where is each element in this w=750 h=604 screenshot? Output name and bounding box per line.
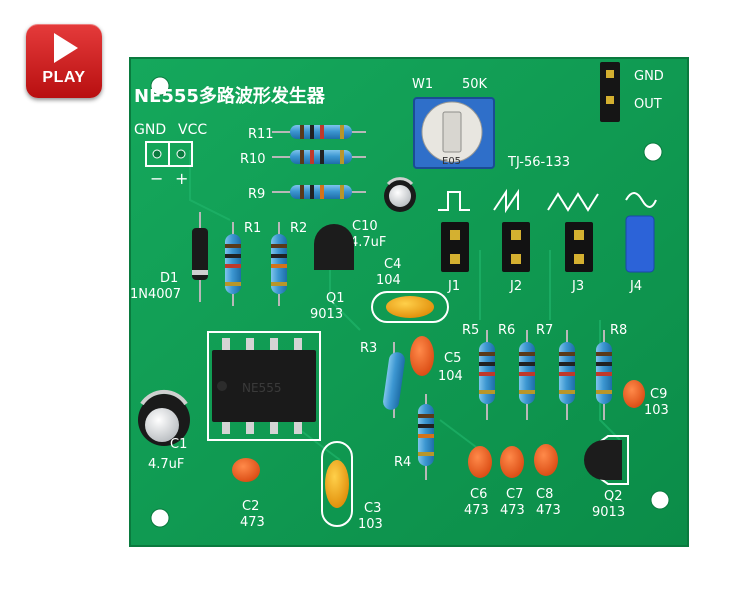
resistor-r2-label: R2: [290, 221, 307, 236]
transistor-q2-label: Q2: [604, 489, 623, 504]
capacitor-c4-label: C4: [384, 257, 401, 272]
capacitor-c6: [468, 446, 492, 478]
capacitor-c1-label: C1: [170, 437, 187, 452]
capacitor-c8-value: 473: [536, 503, 561, 518]
waveform-symbols: [438, 188, 657, 214]
capacitor-c8: [534, 444, 558, 476]
square-wave-icon: [438, 191, 470, 211]
resistor-r8: [596, 330, 612, 420]
resistor-r9: [272, 185, 366, 199]
pot-model-label: TJ-56-133: [507, 155, 570, 170]
triangle-wave-icon: [547, 192, 599, 212]
capacitor-c9-value: 103: [644, 403, 669, 418]
output-out-label: OUT: [634, 97, 662, 112]
capacitor-c3: [325, 460, 349, 508]
capacitor-c10-label: C10: [352, 219, 378, 234]
resistor-r3: [383, 342, 405, 418]
play-icon: [54, 33, 78, 63]
resistor-r9-label: R9: [248, 187, 265, 202]
play-button-label: PLAY: [42, 69, 86, 86]
jumper-j2-label: J2: [509, 279, 522, 294]
resistor-r5-label: R5: [462, 323, 479, 338]
sine-wave-icon: [625, 192, 657, 208]
pot-value-label: 50K: [462, 77, 488, 92]
power-plus-label: +: [175, 169, 188, 188]
diode-d1: [192, 212, 208, 302]
board-title: NE555多路波形发生器: [134, 85, 326, 107]
jumper-j1-label: J1: [447, 279, 460, 294]
resistor-r8-label: R8: [610, 323, 627, 338]
ne555-chip-marking: NE555: [242, 381, 281, 395]
capacitor-c4-value: 104: [376, 273, 401, 288]
ne555-chip: [212, 338, 316, 434]
capacitor-c3-value: 103: [358, 517, 383, 532]
resistor-r10-label: R10: [240, 152, 266, 167]
jumper-blocks: [441, 215, 655, 273]
resistor-r10: [272, 150, 366, 164]
capacitor-c7-value: 473: [500, 503, 525, 518]
play-button[interactable]: PLAY: [26, 24, 102, 98]
resistor-r2: [271, 222, 287, 306]
pot-marking: E05: [442, 156, 461, 167]
power-minus-label: −: [150, 169, 163, 188]
resistor-r11: [272, 125, 366, 139]
capacitor-c2-label: C2: [242, 499, 259, 514]
capacitor-c9: [623, 380, 645, 408]
capacitor-c7-label: C7: [506, 487, 523, 502]
resistor-r11-label: R11: [248, 127, 274, 142]
pot-ref-label: W1: [412, 77, 433, 92]
capacitor-c2: [232, 458, 260, 482]
jumper-j4-label: J4: [629, 279, 642, 294]
diode-d1-label: D1: [160, 271, 178, 286]
capacitor-c5: [410, 336, 434, 376]
resistor-r4: [418, 394, 434, 480]
capacitor-c1: [138, 389, 190, 446]
power-gnd-label: GND: [134, 122, 166, 138]
mounting-holes: [150, 76, 670, 528]
transistor-q2-part: 9013: [592, 505, 625, 520]
capacitor-c9-label: C9: [650, 387, 667, 402]
resistor-r6: [519, 330, 535, 420]
capacitor-c10: [384, 177, 416, 212]
capacitor-c5-value: 104: [438, 369, 463, 384]
capacitor-c2-value: 473: [240, 515, 265, 530]
resistor-r4-label: R4: [394, 455, 411, 470]
output-gnd-label: GND: [634, 69, 664, 84]
transistor-q1: [314, 224, 354, 270]
resistor-r5: [479, 330, 495, 420]
capacitor-c6-label: C6: [470, 487, 487, 502]
capacitor-c1-value: 4.7uF: [148, 457, 184, 472]
transistor-q2: [584, 440, 622, 480]
output-header: [600, 62, 620, 122]
capacitor-c7: [500, 446, 524, 478]
capacitor-c4: [386, 296, 434, 318]
resistor-r6-label: R6: [498, 323, 515, 338]
transistor-q1-label: Q1: [326, 291, 345, 306]
transistor-q1-part: 9013: [310, 307, 343, 322]
capacitor-c6-value: 473: [464, 503, 489, 518]
capacitor-c10-value: 4.7uF: [350, 235, 386, 250]
capacitor-c5-label: C5: [444, 351, 461, 366]
sawtooth-wave-icon: [493, 188, 519, 214]
capacitor-c3-label: C3: [364, 501, 381, 516]
resistor-r1-label: R1: [244, 221, 261, 236]
resistor-r7: [559, 330, 575, 420]
resistor-r7-label: R7: [536, 323, 553, 338]
diode-d1-part: 1N4007: [130, 287, 181, 302]
jumper-j3-label: J3: [571, 279, 584, 294]
capacitor-c8-label: C8: [536, 487, 553, 502]
potentiometer: E05: [413, 97, 495, 169]
resistor-r1: [225, 222, 241, 306]
resistor-r3-label: R3: [360, 341, 377, 356]
power-vcc-label: VCC: [178, 122, 207, 138]
